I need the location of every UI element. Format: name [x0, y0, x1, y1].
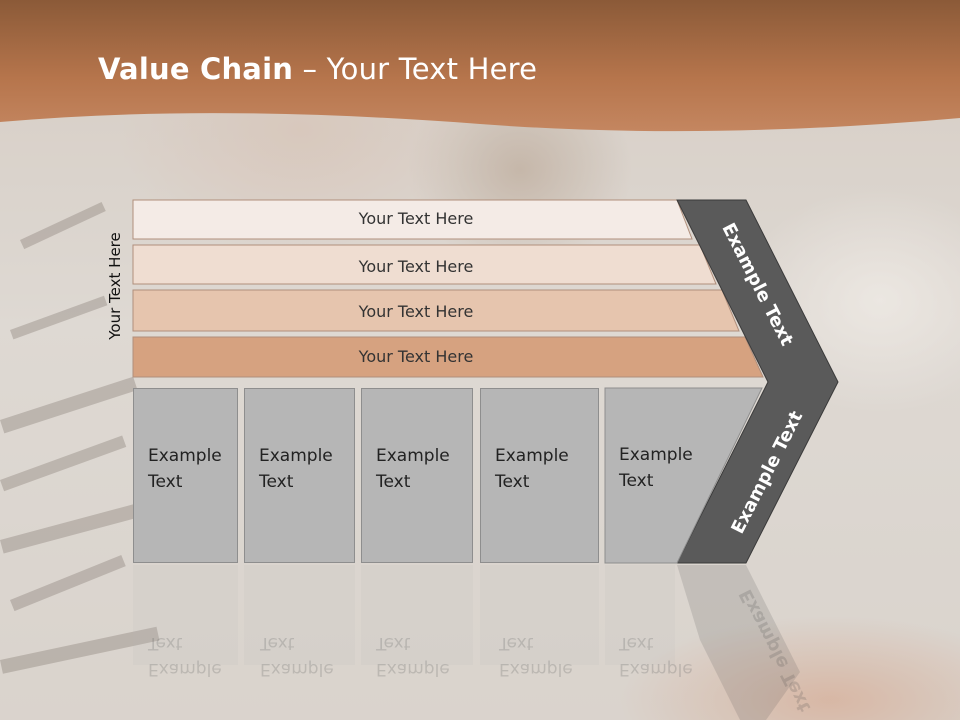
bar-4	[132, 336, 764, 378]
box-2-reflection-line2: Text	[260, 633, 295, 653]
bar-2-label: Your Text Here	[358, 257, 474, 276]
box-5-reflection-line2: Text	[619, 633, 654, 653]
bar-1-label: Your Text Here	[358, 209, 474, 228]
box-4-reflection-line2: Text	[499, 633, 534, 653]
bar-4-label: Your Text Here	[358, 347, 474, 366]
box-1-reflection-line1: Example	[148, 659, 222, 679]
box-2: Example Text	[244, 388, 355, 563]
bar-3	[132, 289, 740, 332]
box-5-shape	[604, 387, 763, 564]
box-1: Example Text	[133, 388, 238, 563]
box-1-reflection: Example Text	[148, 630, 222, 682]
box-5-reflection-line1: Example	[619, 659, 693, 679]
box-4-reflection-line1: Example	[499, 659, 573, 679]
box-4-line2: Text	[495, 472, 530, 492]
box-3-line1: Example	[376, 446, 450, 466]
box-5-line2: Text	[619, 471, 654, 491]
box-5-text: Example Text	[619, 442, 693, 494]
box-3-reflection: Example Text	[376, 630, 450, 682]
bar-2	[132, 244, 717, 285]
box-2-line2: Text	[259, 472, 294, 492]
box-4-line1: Example	[495, 446, 569, 466]
boxes-reflection	[133, 565, 675, 665]
chevron-shape	[676, 199, 839, 564]
box-2-reflection: Example Text	[260, 630, 334, 682]
box-3: Example Text	[361, 388, 473, 563]
title-band	[0, 0, 960, 132]
box-1-reflection-line2: Text	[148, 633, 183, 653]
box-2-reflection-line1: Example	[260, 659, 334, 679]
bar-1	[132, 199, 693, 240]
box-4-reflection: Example Text	[499, 630, 573, 682]
chevron-reflection	[677, 565, 800, 720]
box-3-reflection-line2: Text	[376, 633, 411, 653]
box-5-line1: Example	[619, 445, 693, 465]
page-title: Value Chain – Your Text Here	[98, 52, 538, 86]
box-1-line2: Text	[148, 472, 183, 492]
box-3-line2: Text	[376, 472, 411, 492]
bar-3-label: Your Text Here	[358, 302, 474, 321]
box-2-line1: Example	[259, 446, 333, 466]
box-1-line1: Example	[148, 446, 222, 466]
box-4: Example Text	[480, 388, 599, 563]
box-3-reflection-line1: Example	[376, 659, 450, 679]
box-5-reflection: Example Text	[619, 630, 693, 682]
